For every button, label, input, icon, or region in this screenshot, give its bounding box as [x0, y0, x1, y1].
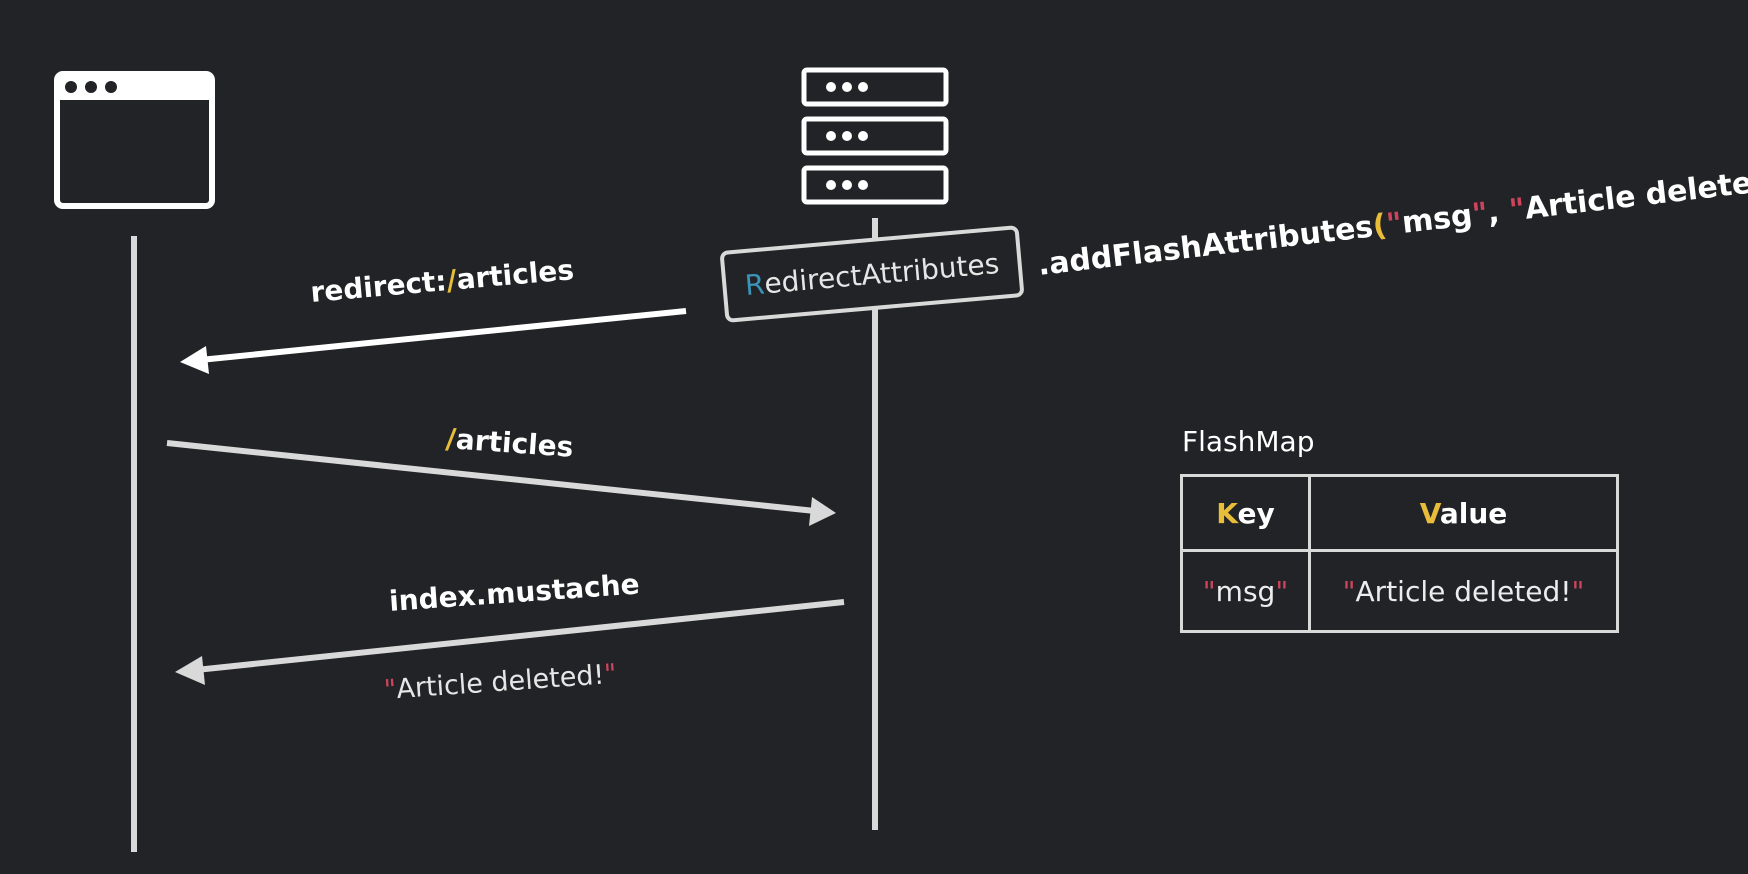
flashmap-key-cell: "msg"	[1180, 549, 1311, 633]
server-stack-icon	[801, 67, 949, 205]
request-arrow	[166, 440, 836, 526]
flashmap-key-header: Key	[1180, 474, 1311, 552]
table-row: "msg" "Article deleted!"	[1180, 549, 1619, 633]
flashmap-header-row: Key Value	[1180, 474, 1619, 552]
flashmap-value-cell: "Article deleted!"	[1308, 549, 1619, 633]
flashmap-value-header: Value	[1308, 474, 1619, 552]
response-arrow	[175, 599, 845, 685]
browser-window-icon	[54, 71, 215, 209]
redirect-arrow	[180, 308, 687, 374]
flashmap-table: Key Value "msg" "Article deleted!"	[1180, 474, 1619, 633]
flashmap-title: FlashMap	[1182, 425, 1315, 458]
